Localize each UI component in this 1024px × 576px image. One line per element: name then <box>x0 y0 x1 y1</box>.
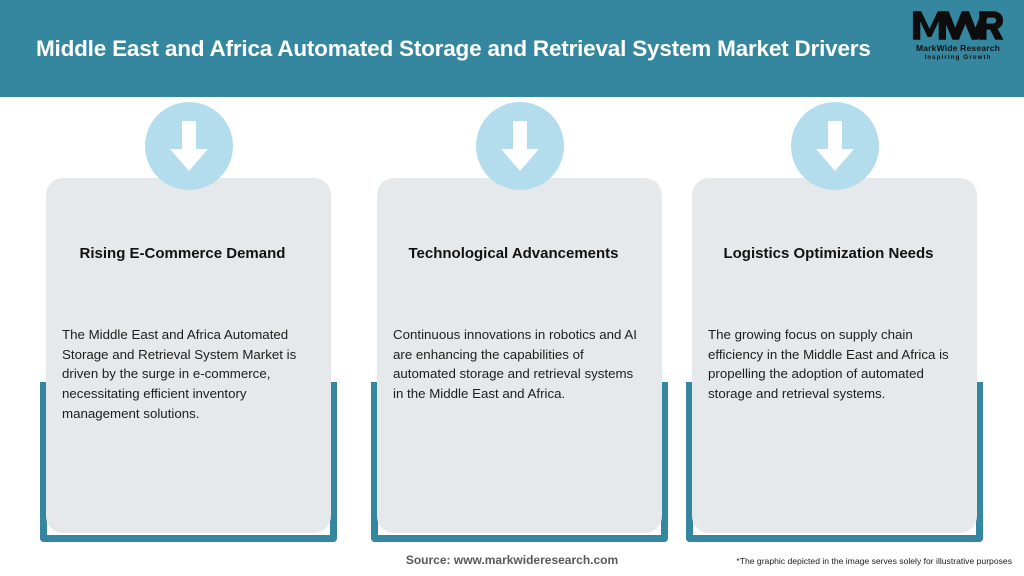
card-title: Rising E-Commerce Demand <box>79 245 286 262</box>
logo-company-name: MarkWide Research <box>915 43 1001 53</box>
brand-logo: MarkWide Research Inspiring Growth <box>906 8 1010 70</box>
source-label: Source: www.markwideresearch.com <box>405 553 619 567</box>
down-arrow-icon <box>144 102 233 190</box>
card-body-text: Continuous innovations in robotics and A… <box>393 327 637 402</box>
logo-tagline: Inspiring Growth <box>924 54 992 61</box>
down-arrow-glyph <box>500 121 539 171</box>
card-title: Logistics Optimization Needs <box>723 245 934 262</box>
driver-card: Technological Advancements Continuous in… <box>371 97 668 549</box>
card-panel <box>377 178 662 533</box>
card-bracket-frame <box>686 382 983 542</box>
card-bracket-frame <box>371 382 668 542</box>
page-title: Middle East and Africa Automated Storage… <box>36 35 871 61</box>
card-panel <box>692 178 977 533</box>
mwr-logo-icon <box>912 11 1004 40</box>
disclaimer-label: *The graphic depicted in the image serve… <box>736 556 1012 566</box>
card-body-text: The growing focus on supply chain effici… <box>708 327 949 402</box>
card-body-text: The Middle East and Africa Automated Sto… <box>62 327 297 421</box>
card-bracket-frame <box>40 382 337 542</box>
card-panel <box>46 178 331 533</box>
down-arrow-icon <box>475 102 564 190</box>
down-arrow-glyph <box>815 121 854 171</box>
page-header: Middle East and Africa Automated Storage… <box>0 0 1024 97</box>
down-arrow-icon <box>790 102 879 190</box>
card-title: Technological Advancements <box>408 245 619 262</box>
down-arrow-glyph <box>169 121 208 171</box>
drivers-card-group: Rising E-Commerce Demand The Middle East… <box>0 97 1024 549</box>
driver-card: Rising E-Commerce Demand The Middle East… <box>40 97 337 549</box>
driver-card: Logistics Optimization Needs The growing… <box>686 97 983 549</box>
